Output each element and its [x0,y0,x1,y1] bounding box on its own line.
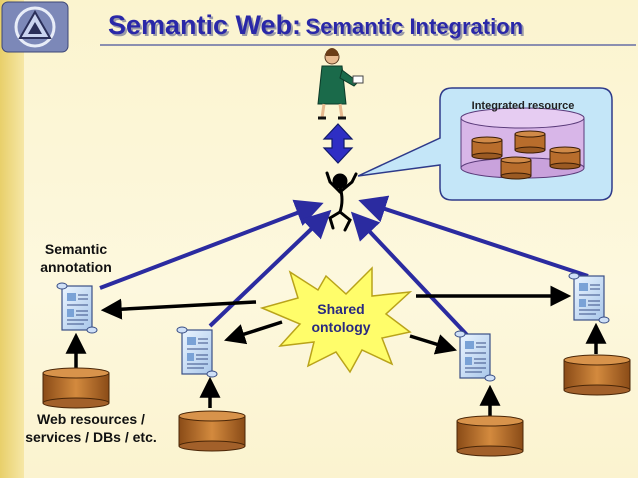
upload-links [65,322,607,416]
left-band [0,0,24,478]
database-icon [563,354,631,396]
database-icon [456,415,524,457]
mini-disk [549,146,581,170]
scroll-icon [56,282,98,334]
link-arrow [350,211,470,338]
title-sub: Semantic Integration [305,14,524,39]
ontology-arrow [224,320,283,345]
mini-disk [514,130,546,154]
database-icon [42,367,110,409]
integrated-resource-label: Integrated resource [471,100,575,112]
web-resources-label: Web resources / services / DBs / etc. [25,411,157,445]
annotation-links [99,195,589,338]
logo-icon [1,1,69,53]
ontology-links [100,285,572,355]
mini-disk [471,136,503,160]
integrated-database [460,107,585,180]
semantic-annotation-label: Semantic annotation [40,241,112,275]
ontology-arrow [100,298,257,320]
link-arrow [358,195,589,278]
slide-title: Semantic Web: Semantic Integration [108,10,523,41]
mini-disk [500,156,532,180]
bidirectional-arrow-icon [322,123,354,164]
link-arrow [99,199,324,290]
scroll-icon [176,326,218,378]
scroll-icon [454,330,496,382]
database-icon [178,410,246,452]
shared-ontology-label: Shared ontology [311,301,371,335]
person-icon [317,48,364,120]
shared-ontology-star [259,266,413,374]
scroll-icon [568,272,610,324]
link-arrow [208,209,332,328]
ontology-arrow [409,334,458,355]
title-main: Semantic Web: [108,10,302,40]
agent-icon [325,171,358,232]
title-rule [100,44,636,46]
integrated-resource-bubble [357,87,613,201]
